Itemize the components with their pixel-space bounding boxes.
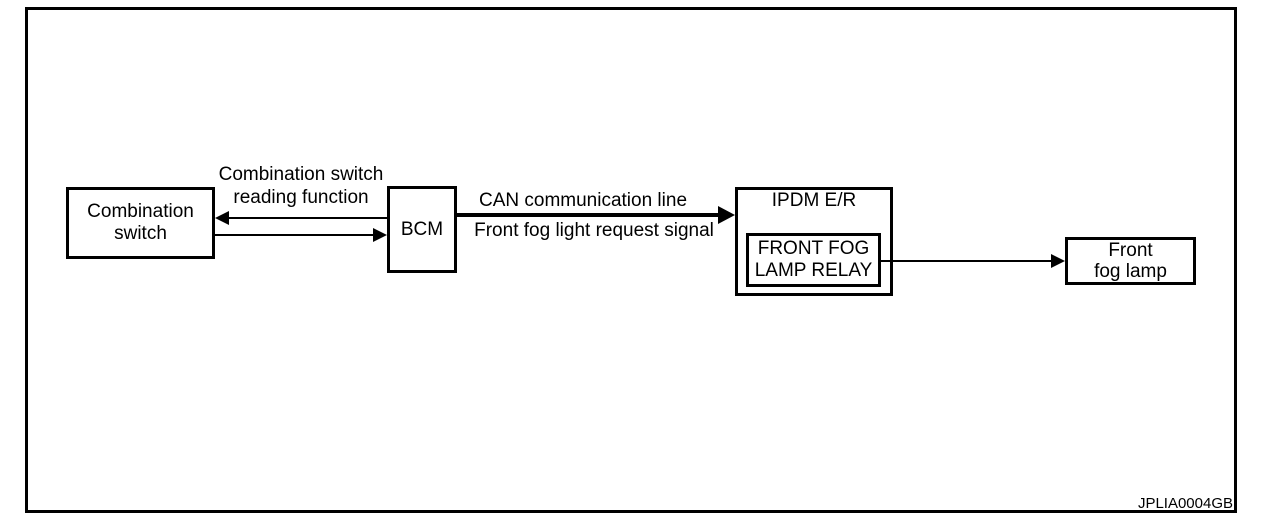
arrow-switch-to-bcm-line	[215, 234, 375, 236]
label-reading-function-line2: reading function	[233, 187, 369, 208]
node-bcm-label: BCM	[400, 218, 444, 240]
node-front-fog-lamp-line2: fog lamp	[1094, 261, 1167, 282]
arrow-can-line	[457, 213, 720, 217]
node-ipdm-er-title: IPDM E/R	[771, 190, 857, 211]
label-request-signal: Front fog light request signal	[474, 220, 714, 241]
node-front-fog-lamp-relay: FRONT FOG LAMP RELAY	[746, 233, 881, 287]
label-can-line: CAN communication line	[478, 190, 688, 211]
arrowhead-right-icon	[373, 228, 387, 242]
node-combination-switch-line1: Combination	[87, 201, 194, 222]
arrowhead-lamp-icon	[1051, 254, 1065, 268]
node-front-fog-lamp: Front fog lamp	[1065, 237, 1196, 285]
node-relay-line1: FRONT FOG	[757, 238, 870, 259]
node-bcm: BCM	[387, 186, 457, 273]
node-front-fog-lamp-line1: Front	[1108, 240, 1153, 261]
arrow-reading-line	[228, 217, 387, 219]
node-combination-switch-line2: switch	[114, 223, 167, 244]
arrowhead-can-icon	[718, 206, 735, 224]
label-reading-function-line1: Combination switch	[218, 164, 384, 185]
figure-code: JPLIA0004GB	[1137, 495, 1233, 512]
node-ipdm-er: IPDM E/R FRONT FOG LAMP RELAY	[735, 187, 893, 296]
arrow-relay-to-lamp-line	[881, 260, 1053, 262]
label-reading-function: Combination switch reading function	[203, 163, 399, 209]
node-combination-switch: Combination switch	[66, 187, 215, 259]
arrowhead-left-icon	[215, 211, 229, 225]
node-relay-line2: LAMP RELAY	[754, 260, 873, 281]
